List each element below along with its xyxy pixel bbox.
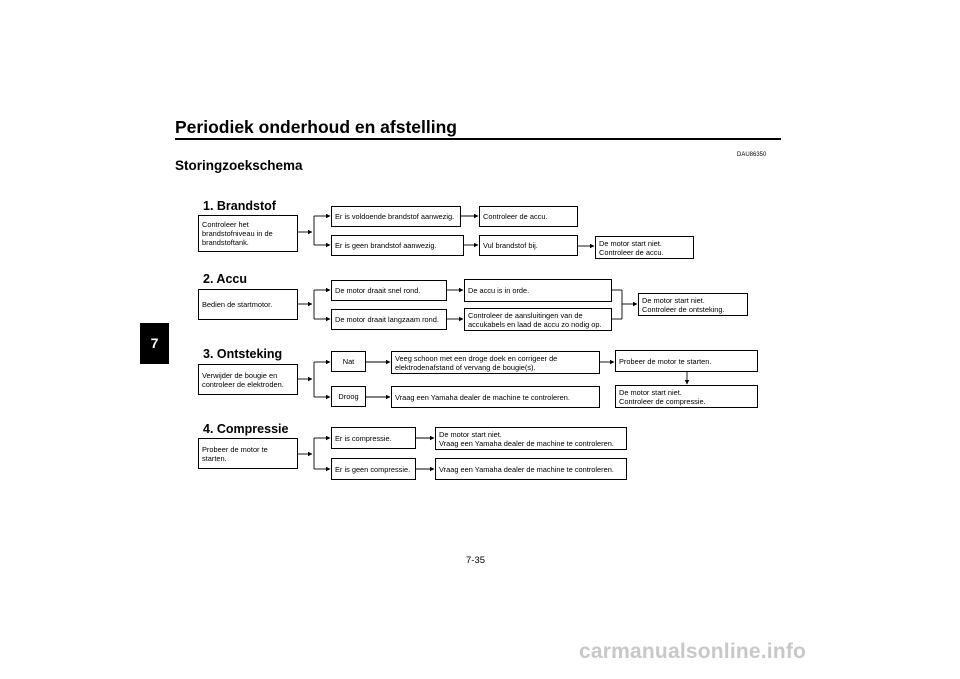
- s4-result-top-line: De motor start niet.: [439, 429, 502, 439]
- chapter-tab: 7: [140, 323, 169, 364]
- s2-result-top-text: De accu is in orde.: [468, 286, 530, 295]
- s1-result-bottom-box: Vul brandstof bij.: [479, 235, 578, 256]
- s3-final-line: Controleer de compressie.: [619, 396, 706, 406]
- heading-accu: 2. Accu: [203, 272, 248, 286]
- s3-result-bottom-text: Vraag een Yamaha dealer de machine te co…: [395, 392, 570, 402]
- s4-branch-top-text: Er is compressie.: [335, 433, 392, 443]
- s3-result-top-box: Veeg schoon met een droge doek en corrig…: [391, 351, 600, 374]
- s3-start-line: Verwijder de bougie en: [202, 370, 278, 380]
- s1-branch-bottom-box: Er is geen brandstof aanwezig.: [331, 235, 464, 256]
- s3-start-line: controleer de elektroden.: [202, 379, 284, 389]
- doc-code: DAU86350: [737, 152, 767, 158]
- s2-branch-bottom-text: De motor draait langzaam rond.: [335, 315, 439, 324]
- s4-result-bottom-box: Vraag een Yamaha dealer de machine te co…: [435, 458, 627, 480]
- header-rule: [175, 138, 781, 140]
- s1-start-box: Controleer het brandstofniveau in de bra…: [198, 215, 298, 252]
- s3-next-text: Probeer de motor te starten.: [619, 356, 712, 366]
- s1-start-text: Controleer het brandstofniveau in de bra…: [202, 220, 273, 247]
- s4-branch-bottom-box: Er is geen compressie.: [331, 458, 416, 480]
- watermark: carmanualsonline.info: [579, 640, 807, 663]
- s2-final-box: De motor start niet. Controleer de ontst…: [638, 293, 748, 316]
- s2-result-bottom-line: accukabels en laad de accu zo nodig op.: [468, 319, 602, 329]
- s3-result-top-line: elektrodenafstand of vervang de bougie(s…: [395, 362, 536, 372]
- s3-final-line: De motor start niet.: [619, 387, 682, 397]
- s2-final-line: Controleer de ontsteking.: [642, 304, 725, 314]
- s4-result-top-line: Vraag een Yamaha dealer de machine te co…: [439, 438, 614, 448]
- s2-start-box: Bedien de startmotor.: [198, 289, 298, 320]
- s4-start-box: Probeer de motor te starten.: [198, 438, 298, 469]
- s1-branch-top-box: Er is voldoende brandstof aanwezig.: [331, 206, 461, 227]
- page-title: Periodiek onderhoud en afstelling: [175, 117, 457, 137]
- heading-compressie: 4. Compressie: [203, 422, 289, 436]
- s2-start-text: Bedien de startmotor.: [202, 300, 273, 309]
- s4-result-top-box: De motor start niet. Vraag een Yamaha de…: [435, 427, 627, 450]
- page-number: 7-35: [466, 555, 486, 566]
- s1-result-top-text: Controleer de accu.: [483, 212, 548, 221]
- s1-result-top-box: Controleer de accu.: [479, 206, 578, 227]
- heading-brandstof: 1. Brandstof: [203, 199, 276, 213]
- s3-final-box: De motor start niet. Controleer de compr…: [615, 385, 758, 408]
- s1-branch-bottom-text: Er is geen brandstof aanwezig.: [335, 241, 437, 250]
- s2-result-bottom-line: Controleer de aansluitingen van de: [468, 310, 583, 320]
- s4-branch-bottom-text: Er is geen compressie.: [335, 464, 411, 474]
- section-title: Storingzoekschema: [175, 158, 303, 173]
- s2-branch-top-text: De motor draait snel rond.: [335, 286, 421, 295]
- s3-result-top-line: Veeg schoon met een droge doek en corrig…: [395, 353, 558, 363]
- s1-branch-top-text: Er is voldoende brandstof aanwezig.: [335, 212, 455, 221]
- s3-branch-top-box: Nat: [331, 351, 366, 372]
- s3-branch-bottom-box: Droog: [331, 386, 366, 407]
- s1-result-bottom-text: Vul brandstof bij.: [483, 241, 538, 250]
- s2-result-top-box: De accu is in orde.: [464, 279, 612, 302]
- s3-start-box: Verwijder de bougie en controleer de ele…: [198, 364, 298, 395]
- s2-branch-bottom-box: De motor draait langzaam rond.: [331, 309, 447, 330]
- s3-next-box: Probeer de motor te starten.: [615, 350, 758, 372]
- heading-ontsteking: 3. Ontsteking: [203, 347, 283, 361]
- s4-result-bottom-text: Vraag een Yamaha dealer de machine te co…: [439, 464, 614, 474]
- s3-branch-bottom-text: Droog: [338, 392, 359, 401]
- s1-final-line: Controleer de accu.: [599, 247, 664, 257]
- s3-result-bottom-box: Vraag een Yamaha dealer de machine te co…: [391, 386, 600, 408]
- s1-final-line: De motor start niet.: [599, 238, 662, 248]
- s2-result-bottom-box: Controleer de aansluitingen van de accuk…: [464, 308, 612, 331]
- s3-branch-top-text: Nat: [342, 357, 355, 366]
- s1-final-box: De motor start niet. Controleer de accu.: [595, 236, 694, 259]
- s4-start-text: Probeer de motor te starten.: [202, 444, 268, 463]
- s2-final-line: De motor start niet.: [642, 295, 705, 305]
- s2-branch-top-box: De motor draait snel rond.: [331, 280, 447, 301]
- s4-branch-top-box: Er is compressie.: [331, 427, 416, 449]
